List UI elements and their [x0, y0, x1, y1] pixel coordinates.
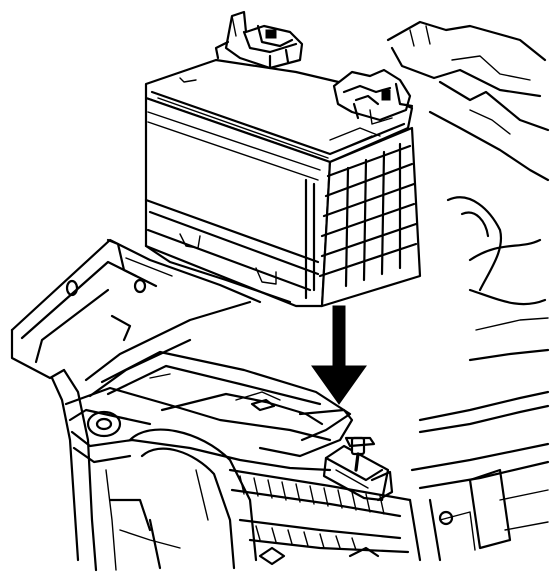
engine-compartment-frame [386, 20, 550, 562]
battery-tray [64, 350, 412, 570]
left-support-bracket [10, 238, 262, 572]
hold-down-bolt [322, 436, 394, 502]
down-arrow [311, 305, 367, 405]
battery [144, 10, 422, 308]
